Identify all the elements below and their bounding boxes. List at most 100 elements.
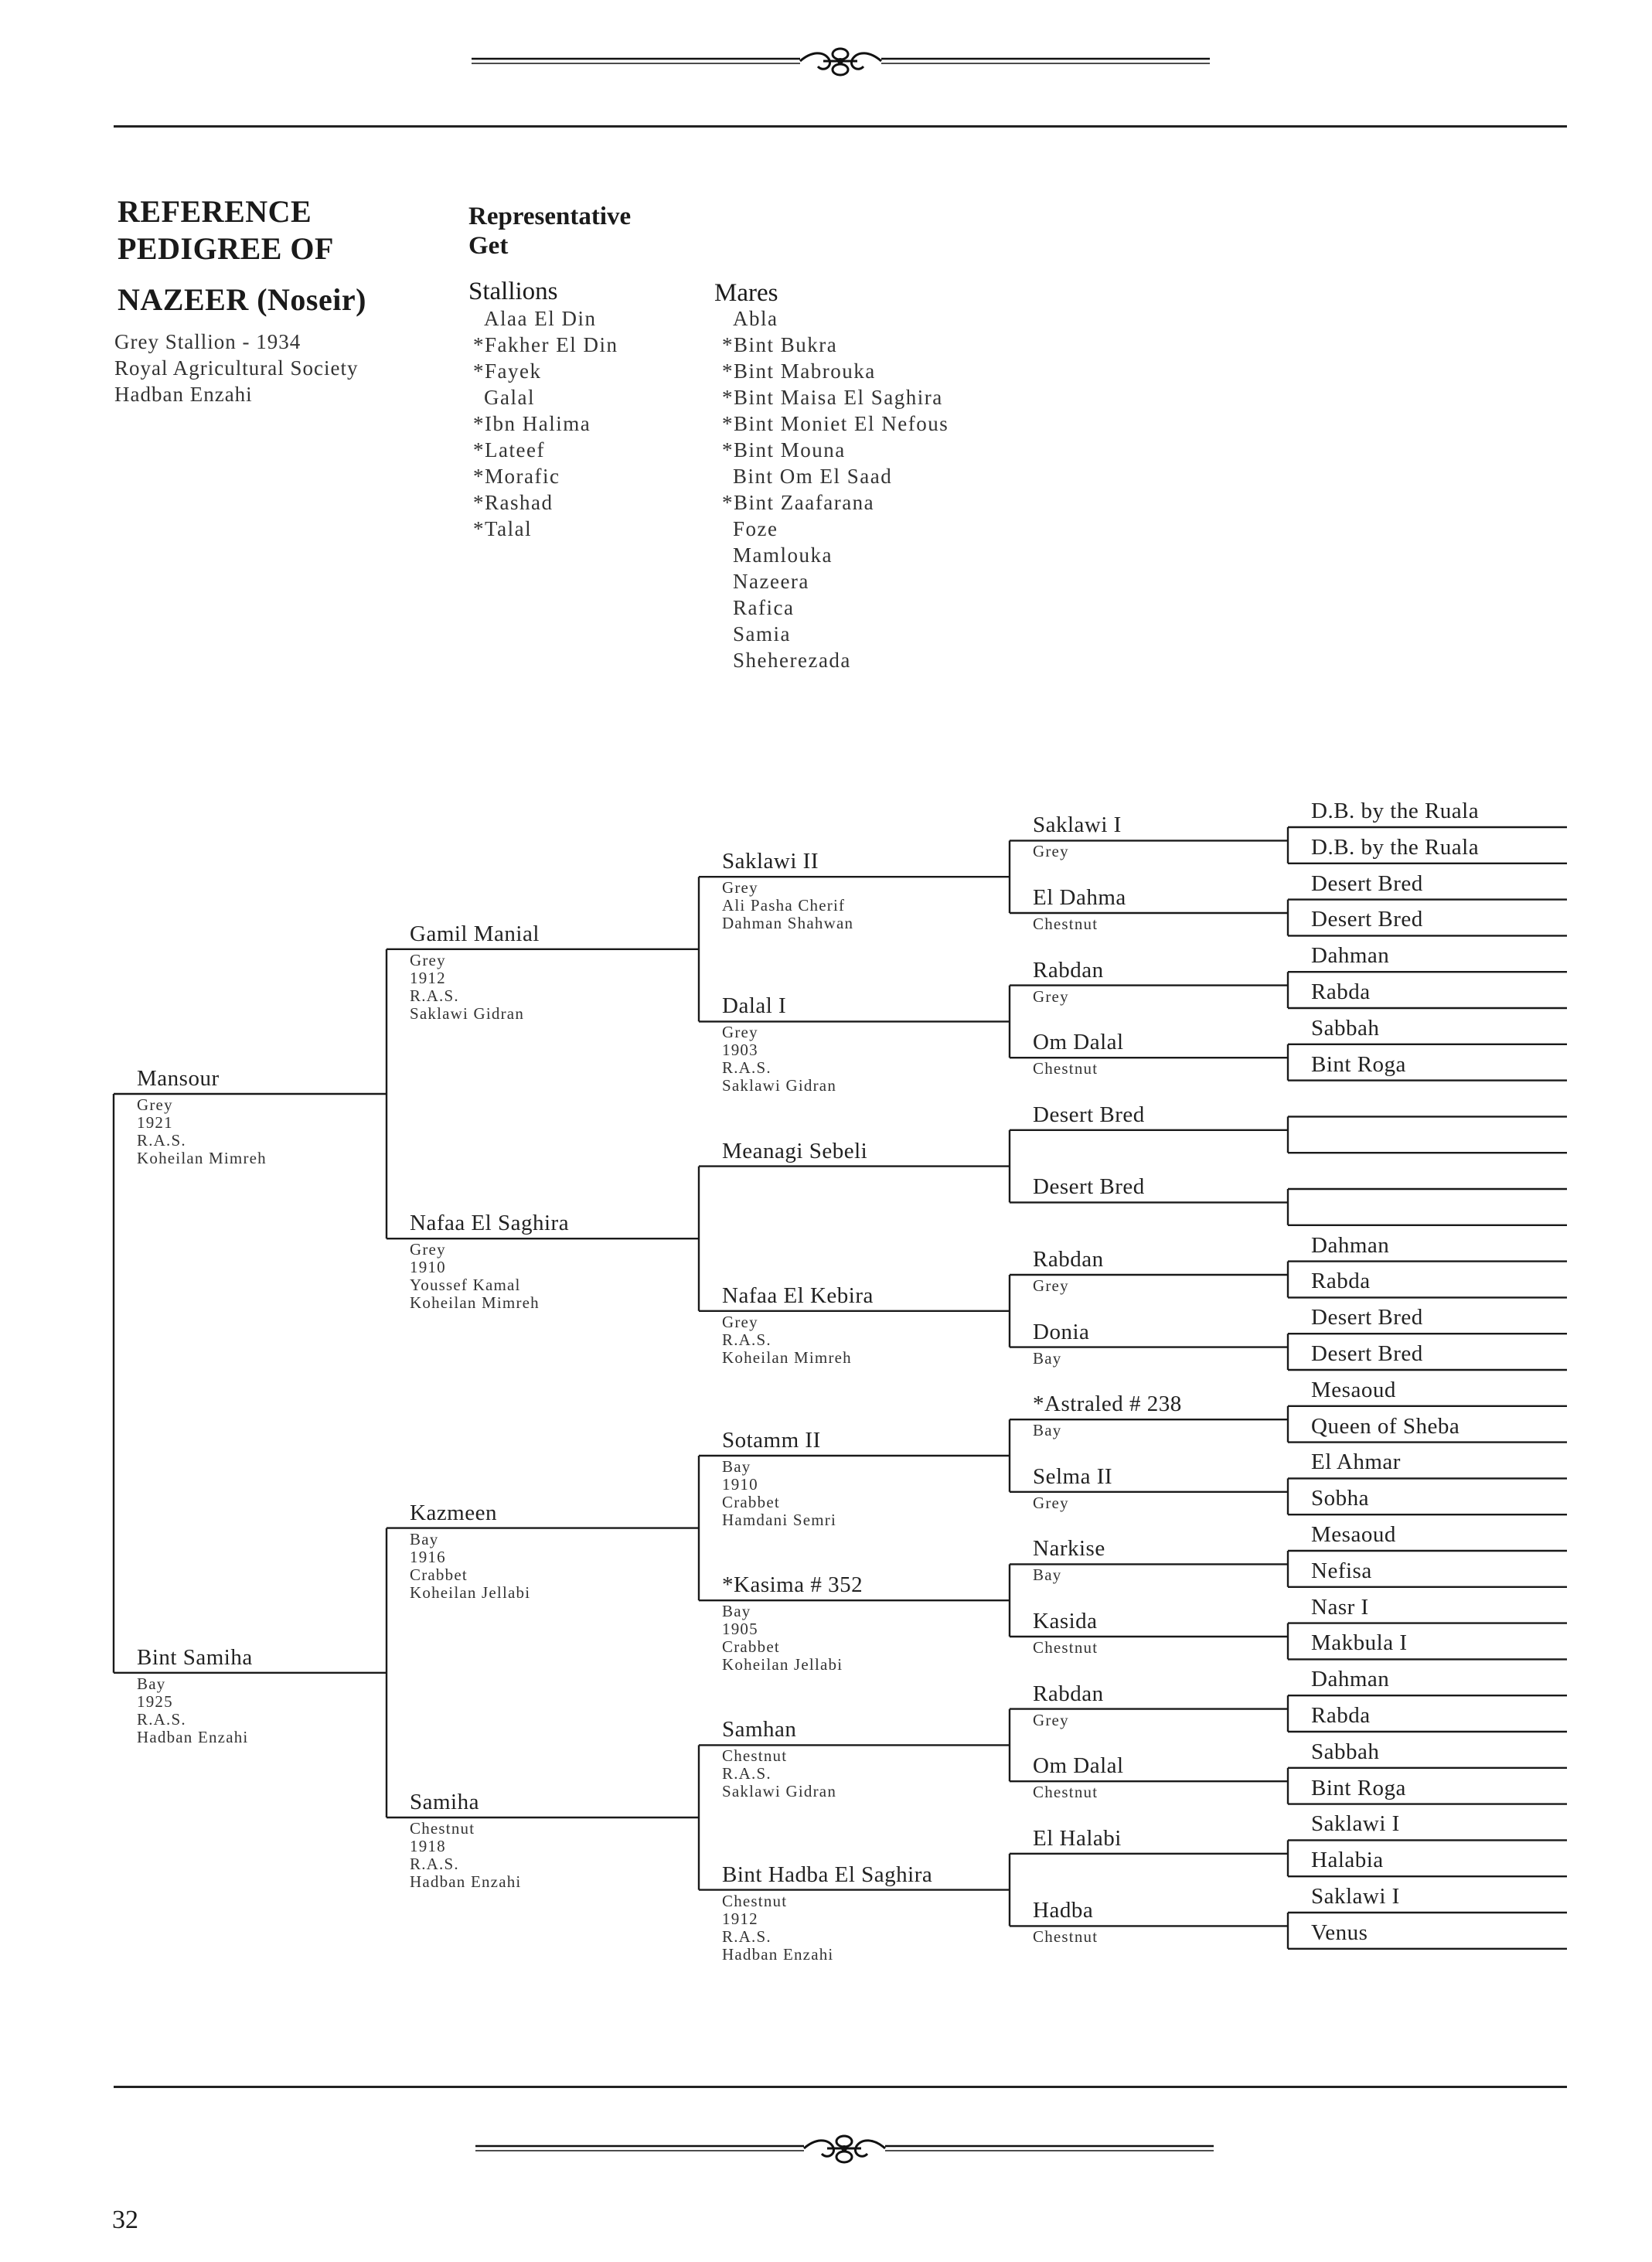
ancestor-name: Rabda: [1311, 1703, 1371, 1729]
horse-details: Hamdani Semri: [722, 1511, 836, 1529]
horse-details: Hadban Enzahi: [410, 1873, 521, 1891]
horse-details: Bay: [722, 1458, 751, 1476]
ancestor-name: Venus: [1311, 1920, 1368, 1946]
horse-name: Saklawi II: [722, 849, 819, 874]
ancestor-name: Sobha: [1311, 1486, 1369, 1511]
horse-name: Mansour: [137, 1066, 220, 1092]
horse-details: 1921: [137, 1114, 173, 1132]
bottom-rule: [114, 2086, 1567, 2088]
horse-details: 1910: [722, 1476, 758, 1494]
horse-name: El Halabi: [1033, 1826, 1122, 1852]
horse-name: Samhan: [722, 1717, 796, 1742]
horse-details: 1912: [722, 1910, 758, 1928]
horse-name: Hadba: [1033, 1898, 1093, 1923]
horse-details: Grey: [1033, 1712, 1069, 1729]
horse-details: Grey: [722, 1024, 758, 1041]
horse-name: Selma II: [1033, 1464, 1112, 1490]
horse-name: Meanagi Sebeli: [722, 1139, 867, 1164]
page-number: 32: [112, 2206, 138, 2235]
horse-details: Saklawi Gidran: [722, 1077, 836, 1095]
horse-details: Grey: [722, 879, 758, 897]
horse-details: 1912: [410, 969, 446, 987]
horse-details: Ali Pasha Cherif: [722, 897, 845, 915]
horse-details: Crabbet: [410, 1566, 468, 1584]
horse-name: *Kasima # 352: [722, 1572, 863, 1598]
ancestor-name: Bint Roga: [1311, 1052, 1406, 1078]
horse-details: R.A.S.: [410, 1855, 459, 1873]
horse-details: Crabbet: [722, 1494, 780, 1511]
horse-name: Sotamm II: [722, 1428, 821, 1453]
horse-details: Chestnut: [722, 1892, 787, 1910]
horse-details: Koheilan Jellabi: [722, 1656, 843, 1674]
horse-name: Rabdan: [1033, 1681, 1104, 1707]
horse-details: Chestnut: [1033, 1928, 1098, 1946]
horse-details: Chestnut: [1033, 1783, 1098, 1801]
ancestor-name: Mesaoud: [1311, 1522, 1396, 1548]
horse-details: Grey: [1033, 1277, 1069, 1295]
horse-details: Bay: [137, 1675, 165, 1693]
horse-details: Grey: [410, 952, 446, 969]
horse-details: R.A.S.: [722, 1765, 772, 1783]
ancestor-name: Rabda: [1311, 979, 1371, 1005]
horse-details: 1918: [410, 1838, 446, 1855]
horse-details: Grey: [722, 1313, 758, 1331]
horse-details: Hadban Enzahi: [137, 1729, 248, 1746]
horse-name: Kasida: [1033, 1609, 1098, 1634]
horse-details: R.A.S.: [410, 987, 459, 1005]
ancestor-name: El Ahmar: [1311, 1450, 1401, 1475]
horse-name: Bint Samiha: [137, 1645, 253, 1671]
horse-name: Gamil Manial: [410, 921, 540, 947]
horse-details: Grey: [1033, 1494, 1069, 1512]
ancestor-name: Desert Bred: [1311, 1341, 1423, 1367]
horse-details: R.A.S.: [722, 1059, 772, 1077]
ancestor-name: D.B. by the Ruala: [1311, 835, 1479, 860]
horse-details: Grey: [1033, 843, 1069, 860]
horse-details: Grey: [410, 1241, 446, 1259]
horse-details: 1916: [410, 1548, 446, 1566]
horse-name: Nafaa El Kebira: [722, 1283, 874, 1309]
ancestor-name: Halabia: [1311, 1848, 1384, 1873]
horse-name: Rabdan: [1033, 958, 1104, 983]
horse-details: Chestnut: [722, 1747, 787, 1765]
horse-details: 1905: [722, 1620, 758, 1638]
horse-details: Dahman Shahwan: [722, 915, 853, 932]
ancestor-name: Sabbah: [1311, 1016, 1379, 1041]
horse-details: Saklawi Gidran: [722, 1783, 836, 1800]
ancestor-name: Rabda: [1311, 1269, 1371, 1294]
horse-name: Saklawi I: [1033, 812, 1122, 838]
ancestor-name: Desert Bred: [1311, 1305, 1423, 1330]
ancestor-name: Dahman: [1311, 943, 1389, 969]
horse-details: Koheilan Mimreh: [410, 1294, 540, 1312]
horse-details: Chestnut: [410, 1820, 475, 1838]
horse-name: Desert Bred: [1033, 1174, 1145, 1200]
horse-details: Bay: [1033, 1422, 1061, 1439]
ancestor-name: Saklawi I: [1311, 1884, 1400, 1909]
ancestor-name: Dahman: [1311, 1667, 1389, 1692]
horse-details: Crabbet: [722, 1638, 780, 1656]
horse-details: R.A.S.: [137, 1711, 186, 1729]
horse-details: Grey: [137, 1096, 173, 1114]
horse-details: Bay: [1033, 1566, 1061, 1584]
horse-name: Rabdan: [1033, 1247, 1104, 1272]
horse-details: 1910: [410, 1259, 446, 1276]
ancestor-name: Makbula I: [1311, 1630, 1408, 1656]
horse-name: Nafaa El Saghira: [410, 1211, 569, 1236]
horse-name: El Dahma: [1033, 885, 1126, 911]
horse-name: Narkise: [1033, 1536, 1105, 1562]
horse-details: R.A.S.: [137, 1132, 186, 1150]
horse-details: Chestnut: [1033, 1639, 1098, 1657]
ancestor-name: Desert Bred: [1311, 871, 1423, 897]
horse-details: Bay: [1033, 1350, 1061, 1368]
horse-details: Saklawi Gidran: [410, 1005, 524, 1023]
horse-details: Bay: [410, 1531, 438, 1548]
ancestor-name: Nefisa: [1311, 1559, 1372, 1584]
bottom-ornament: [475, 2127, 1214, 2168]
horse-details: 1925: [137, 1693, 173, 1711]
horse-details: Koheilan Jellabi: [410, 1584, 530, 1602]
horse-details: Koheilan Mimreh: [722, 1349, 852, 1367]
horse-name: Samiha: [410, 1790, 479, 1815]
horse-details: 1903: [722, 1041, 758, 1059]
horse-details: Grey: [1033, 988, 1069, 1006]
ancestor-name: Saklawi I: [1311, 1811, 1400, 1837]
